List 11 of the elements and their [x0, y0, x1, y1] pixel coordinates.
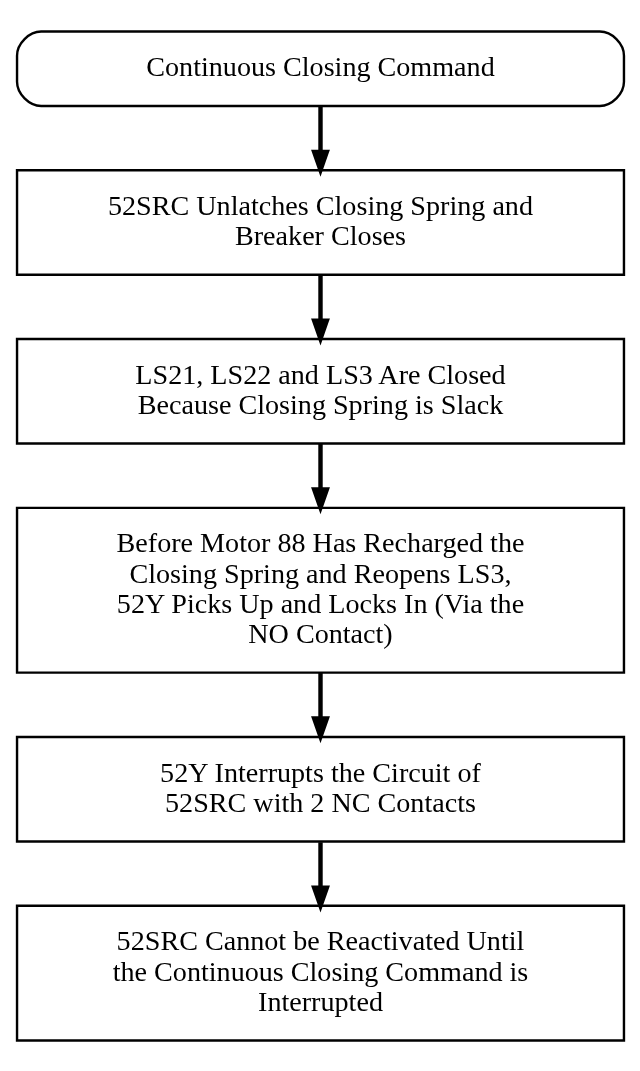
node-box: 52SRC Unlatches Closing Spring and Breaker Closes: [15, 168, 625, 276]
node-box: Continuous Closing Command: [15, 29, 625, 107]
node-box: Before Motor 88 Has Recharged the Closing Spring and Reopens LS3, 52Y Picks Up and Locks In (Via the NO Contact): [15, 506, 625, 674]
node-box: 52Y Interrupts the Circuit of 52SRC with 2 NC Contacts: [15, 735, 625, 843]
arrow: [310, 105, 330, 177]
node-box: 52SRC Cannot be Reactivated Until the Continuous Closing Command is Interrupted: [15, 904, 625, 1042]
arrow: [310, 443, 330, 514]
arrow: [310, 841, 330, 912]
node-box: LS21, LS22 and LS3 Are Closed Because Closing Spring is Slack: [15, 337, 625, 445]
arrow: [310, 672, 330, 743]
arrow: [310, 274, 330, 345]
